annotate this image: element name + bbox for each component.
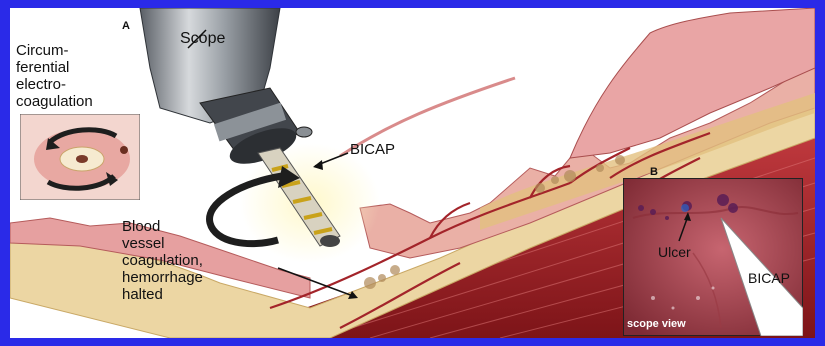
label-line: electro- xyxy=(16,76,93,93)
circumferential-inset xyxy=(20,114,140,200)
label-line: Blood xyxy=(122,218,203,235)
label-bicap: BICAP xyxy=(350,141,395,158)
label-line: vessel xyxy=(122,235,203,252)
inset-label-scope-view: scope view xyxy=(627,316,686,333)
label-line: halted xyxy=(122,286,203,303)
scope-body xyxy=(140,8,312,171)
inset-label-bicap: BICAP xyxy=(748,270,790,287)
panel-letter-a: A xyxy=(122,20,130,32)
label-scope: Scope xyxy=(180,30,225,47)
label-circumferential: Circum- ferential electro- coagulation xyxy=(16,42,93,110)
label-line: ferential xyxy=(16,59,93,76)
label-blood-vessel: Blood vessel coagulation, hemorrhage hal… xyxy=(122,218,203,303)
label-line: hemorrhage xyxy=(122,269,203,286)
panel-letter-b: B xyxy=(650,166,658,178)
label-line: Circum- xyxy=(16,42,93,59)
scope-view-inset xyxy=(623,178,803,336)
inset-label-ulcer: Ulcer xyxy=(658,244,691,261)
label-line: coagulation xyxy=(16,93,93,110)
diagram-canvas: A Scope BICAP Circum- ferential electro-… xyxy=(10,8,815,338)
label-line: coagulation, xyxy=(122,252,203,269)
